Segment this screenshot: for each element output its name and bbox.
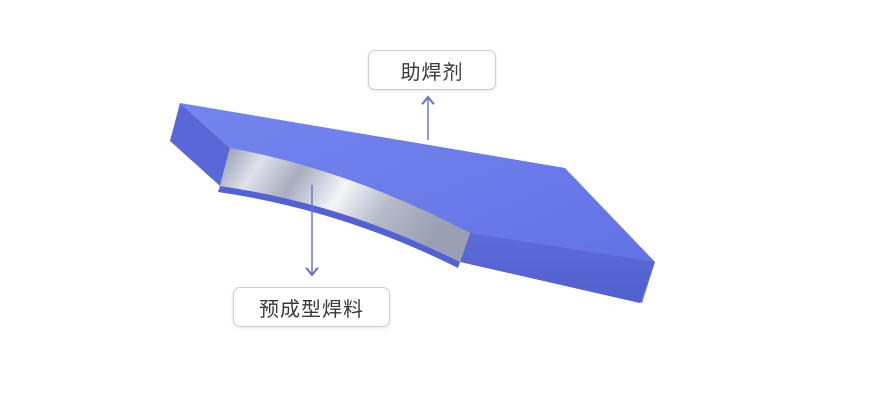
flux-lower-edge (218, 186, 460, 268)
flux-label: 助焊剂 (368, 50, 496, 90)
flux-left-face (170, 103, 230, 186)
solder-preform-label: 预成型焊料 (233, 287, 390, 327)
flux-right-face (460, 233, 655, 303)
solder-preform-layer (220, 148, 470, 262)
